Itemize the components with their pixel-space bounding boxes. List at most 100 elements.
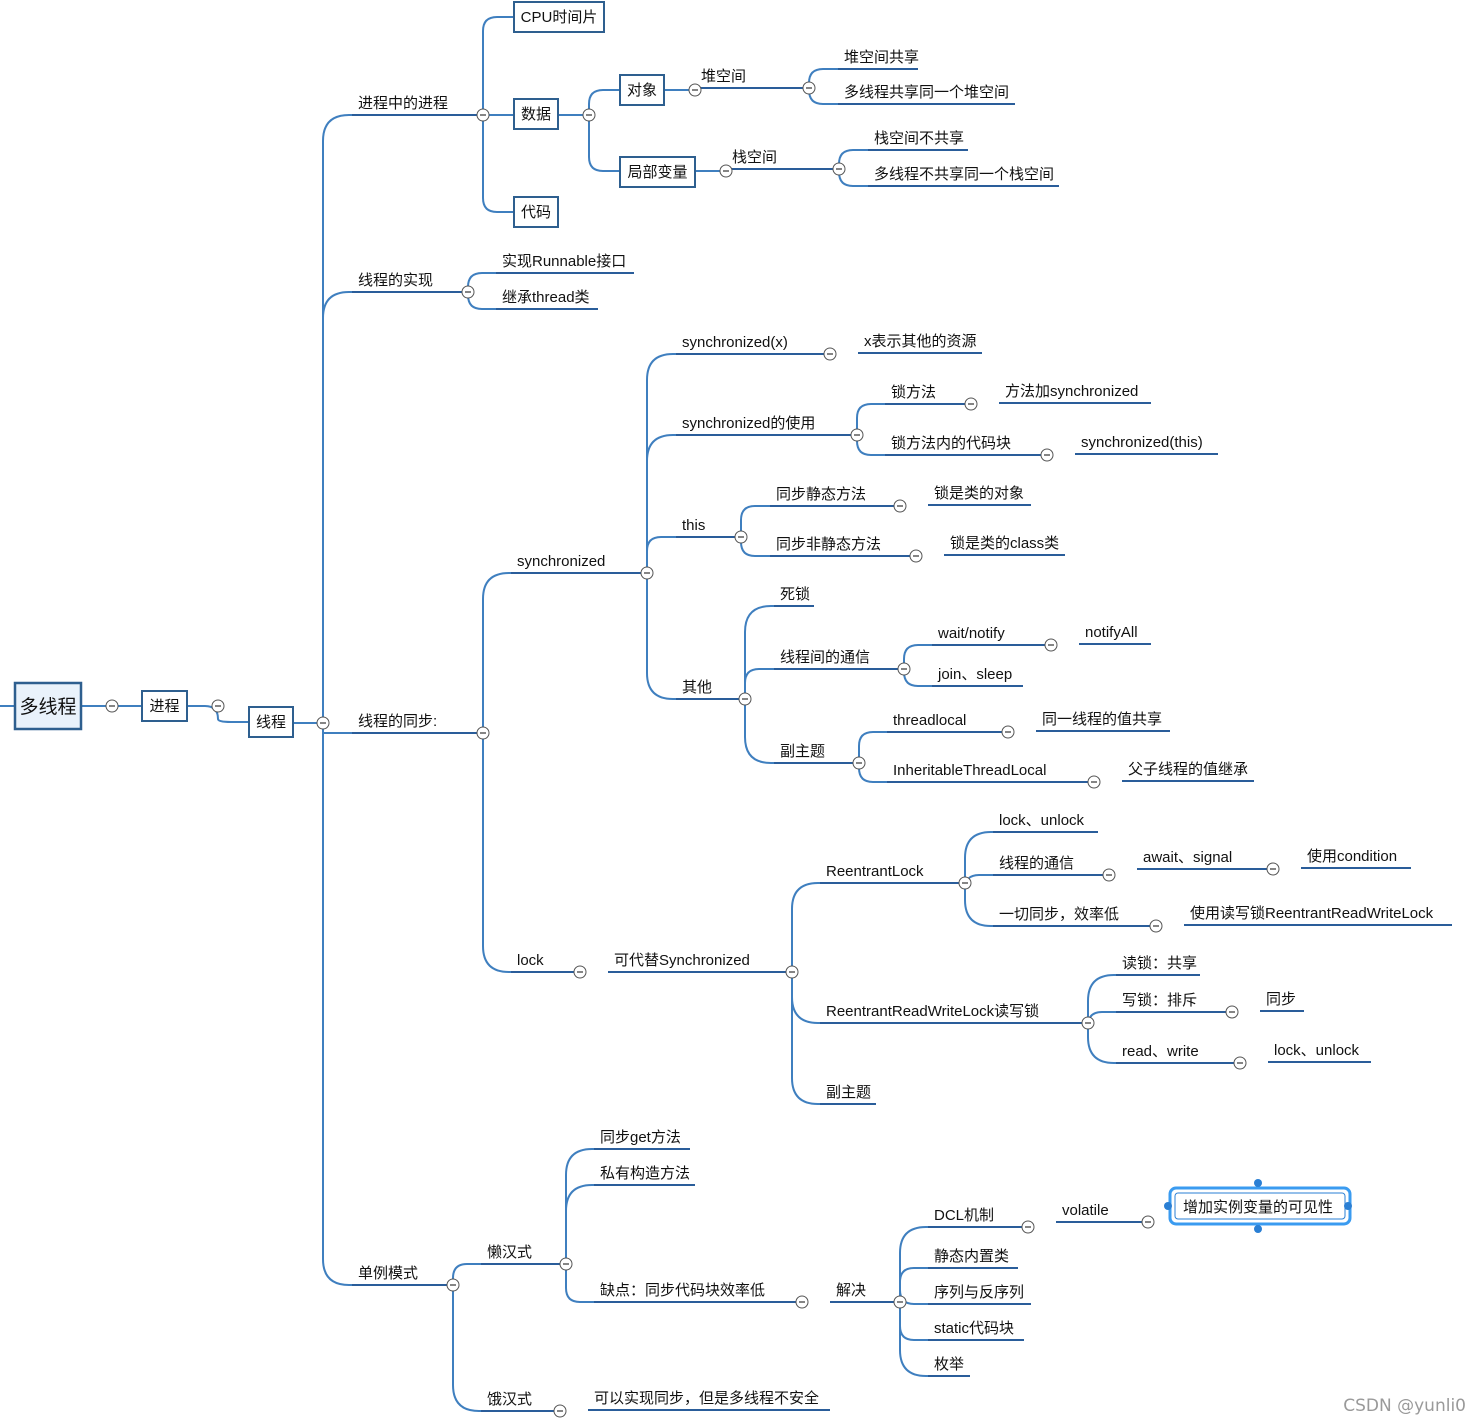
topic-inheritable-threadlocal[interactable]: InheritableThreadLocal bbox=[893, 762, 1046, 779]
node-code-box[interactable] bbox=[513, 196, 559, 228]
topic-heap-multi[interactable]: 多线程共享同一个堆空间 bbox=[844, 84, 1009, 101]
topic-thread-box[interactable] bbox=[248, 706, 294, 738]
topic-synchronized-use[interactable]: synchronized的使用 bbox=[682, 415, 815, 432]
topic-volatile[interactable]: volatile bbox=[1062, 1202, 1109, 1219]
topic-write-lock[interactable]: 写锁：排斥 bbox=[1122, 992, 1197, 1009]
topic-lock-communication[interactable]: 线程的通信 bbox=[999, 855, 1074, 872]
topic-all-sync-slow[interactable]: 一切同步，效率低 bbox=[999, 906, 1119, 923]
connector-line bbox=[646, 573, 676, 700]
topic-inheritable-desc[interactable]: 父子线程的值继承 bbox=[1128, 761, 1248, 778]
topic-nodes: 多线程进程线程进程中的进程CPU时间片数据代码对象堆空间堆空间共享多线程共享同一… bbox=[13, 1, 1452, 1412]
root-topic-box[interactable] bbox=[13, 681, 83, 731]
topic-static-inner[interactable]: 静态内置类 bbox=[934, 1248, 1009, 1265]
topic-hungry-desc[interactable]: 可以实现同步，但是多线程不安全 bbox=[594, 1389, 819, 1407]
topic-read-write[interactable]: read、write bbox=[1122, 1043, 1199, 1060]
topic-this[interactable]: this bbox=[682, 517, 705, 534]
selection-handle[interactable] bbox=[1254, 1179, 1262, 1187]
topic-enum[interactable]: 枚举 bbox=[934, 1356, 964, 1373]
topic-thread-sync[interactable]: 线程的同步: bbox=[358, 713, 437, 730]
topic-notifyall[interactable]: notifyAll bbox=[1085, 624, 1138, 641]
connector-line bbox=[482, 16, 514, 115]
topic-lock-unlock-2[interactable]: lock、unlock bbox=[1274, 1042, 1360, 1059]
topic-deadlock[interactable]: 死锁 bbox=[780, 586, 810, 603]
connector-lines bbox=[0, 16, 1116, 1412]
topic-static-method[interactable]: 同步静态方法 bbox=[776, 486, 866, 503]
topic-lock-class-object[interactable]: 锁是类的对象 bbox=[934, 485, 1024, 502]
topic-use-condition[interactable]: 使用condition bbox=[1307, 848, 1397, 865]
topic-x-desc[interactable]: x表示其他的资源 bbox=[864, 333, 977, 350]
topic-synchronized[interactable]: synchronized bbox=[517, 553, 605, 570]
connector-line bbox=[482, 733, 511, 973]
topic-static-block[interactable]: static代码块 bbox=[934, 1320, 1014, 1337]
topic-stack-multi[interactable]: 多线程不共享同一个栈空间 bbox=[874, 166, 1054, 183]
node-object-box[interactable] bbox=[619, 74, 665, 106]
connector-line bbox=[1087, 974, 1116, 1023]
topic-subtopic[interactable]: 副主题 bbox=[780, 743, 825, 760]
selection-handle[interactable] bbox=[1344, 1202, 1352, 1210]
topic-heap-shared[interactable]: 堆空间共享 bbox=[844, 49, 919, 66]
topic-use-rw-lock[interactable]: 使用读写锁ReentrantReadWriteLock bbox=[1190, 905, 1434, 922]
connector-line bbox=[856, 403, 885, 435]
topic-serialization[interactable]: 序列与反序列 bbox=[934, 1284, 1024, 1301]
topic-stack[interactable]: 栈空间 bbox=[732, 149, 777, 166]
topic-extend-thread[interactable]: 继承thread类 bbox=[502, 289, 590, 306]
topic-other[interactable]: 其他 bbox=[682, 679, 712, 696]
topic-lock-block[interactable]: 锁方法内的代码块 bbox=[891, 435, 1011, 452]
topic-hungry[interactable]: 饿汉式 bbox=[487, 1391, 532, 1408]
topic-replace-synchronized[interactable]: 可代替Synchronized bbox=[614, 952, 750, 969]
connector-line bbox=[858, 731, 887, 763]
topic-process-box[interactable] bbox=[141, 690, 188, 722]
topic-threadlocal[interactable]: threadlocal bbox=[893, 712, 966, 729]
connector-line bbox=[322, 723, 352, 1286]
topic-private-ctor[interactable]: 私有构造方法 bbox=[600, 1165, 690, 1182]
topic-lazy[interactable]: 懒汉式 bbox=[487, 1244, 532, 1261]
connector-line bbox=[322, 291, 352, 723]
topic-wait-notify[interactable]: wait/notify bbox=[937, 625, 1005, 642]
connector-line bbox=[899, 1302, 928, 1341]
topic-threadlocal-desc[interactable]: 同一线程的值共享 bbox=[1042, 711, 1162, 728]
topic-runnable[interactable]: 实现Runnable接口 bbox=[502, 253, 626, 270]
topic-drawback[interactable]: 缺点：同步代码块效率低 bbox=[600, 1282, 765, 1299]
topic-sync-this[interactable]: synchronized(this) bbox=[1081, 434, 1203, 451]
topic-read-lock[interactable]: 读锁：共享 bbox=[1122, 955, 1197, 972]
topic-heap[interactable]: 堆空间 bbox=[701, 68, 746, 85]
topic-lock[interactable]: lock bbox=[517, 952, 544, 969]
topic-sync-get[interactable]: 同步get方法 bbox=[600, 1129, 681, 1146]
topic-sync[interactable]: 同步 bbox=[1266, 991, 1296, 1008]
node-object: 对象 bbox=[627, 82, 657, 99]
connector-line bbox=[740, 505, 770, 537]
connector-line bbox=[646, 536, 676, 573]
topic-dcl[interactable]: DCL机制 bbox=[934, 1207, 994, 1224]
topic-await-signal[interactable]: await、signal bbox=[1143, 849, 1232, 866]
selection-handle[interactable] bbox=[1254, 1225, 1262, 1233]
connector-line bbox=[482, 572, 511, 733]
topic-stack-noshare[interactable]: 栈空间不共享 bbox=[874, 130, 964, 147]
node-cpu-slice-box[interactable] bbox=[513, 1, 605, 33]
topic-solve[interactable]: 解决 bbox=[836, 1282, 866, 1299]
selection-handle[interactable] bbox=[1164, 1202, 1172, 1210]
topic-process: 进程 bbox=[149, 698, 179, 715]
csdn-watermark: CSDN @yunli0 bbox=[1343, 1396, 1466, 1416]
node-local-var: 局部变量 bbox=[627, 164, 687, 181]
topic-thread-impl[interactable]: 线程的实现 bbox=[358, 272, 433, 289]
topic-nonstatic-method[interactable]: 同步非静态方法 bbox=[776, 536, 881, 553]
topic-thread-communication[interactable]: 线程间的通信 bbox=[780, 649, 870, 666]
topic-method-sync[interactable]: 方法加synchronized bbox=[1005, 383, 1138, 400]
connector-line bbox=[565, 1148, 594, 1264]
collapse-buttons bbox=[105, 81, 1280, 1418]
connector-line bbox=[964, 831, 993, 883]
node-data-box[interactable] bbox=[513, 98, 559, 130]
connector-line bbox=[452, 1285, 481, 1412]
topic-lock-class-class[interactable]: 锁是类的class类 bbox=[950, 535, 1059, 552]
topic-join-sleep[interactable]: join、sleep bbox=[937, 666, 1012, 683]
topic-reentrant-rw-lock[interactable]: ReentrantReadWriteLock读写锁 bbox=[826, 1003, 1039, 1020]
topic-process-in-process[interactable]: 进程中的进程 bbox=[358, 95, 448, 112]
topic-lock-method[interactable]: 锁方法 bbox=[891, 384, 936, 401]
topic-singleton[interactable]: 单例模式 bbox=[358, 1265, 418, 1282]
node-local-var-box[interactable] bbox=[619, 156, 696, 188]
topic-subtopic-2[interactable]: 副主题 bbox=[826, 1084, 871, 1101]
topic-synchronized-x[interactable]: synchronized(x) bbox=[682, 334, 788, 351]
node-data: 数据 bbox=[521, 106, 551, 123]
topic-reentrantlock[interactable]: ReentrantLock bbox=[826, 863, 924, 880]
topic-lock-unlock[interactable]: lock、unlock bbox=[999, 812, 1085, 829]
